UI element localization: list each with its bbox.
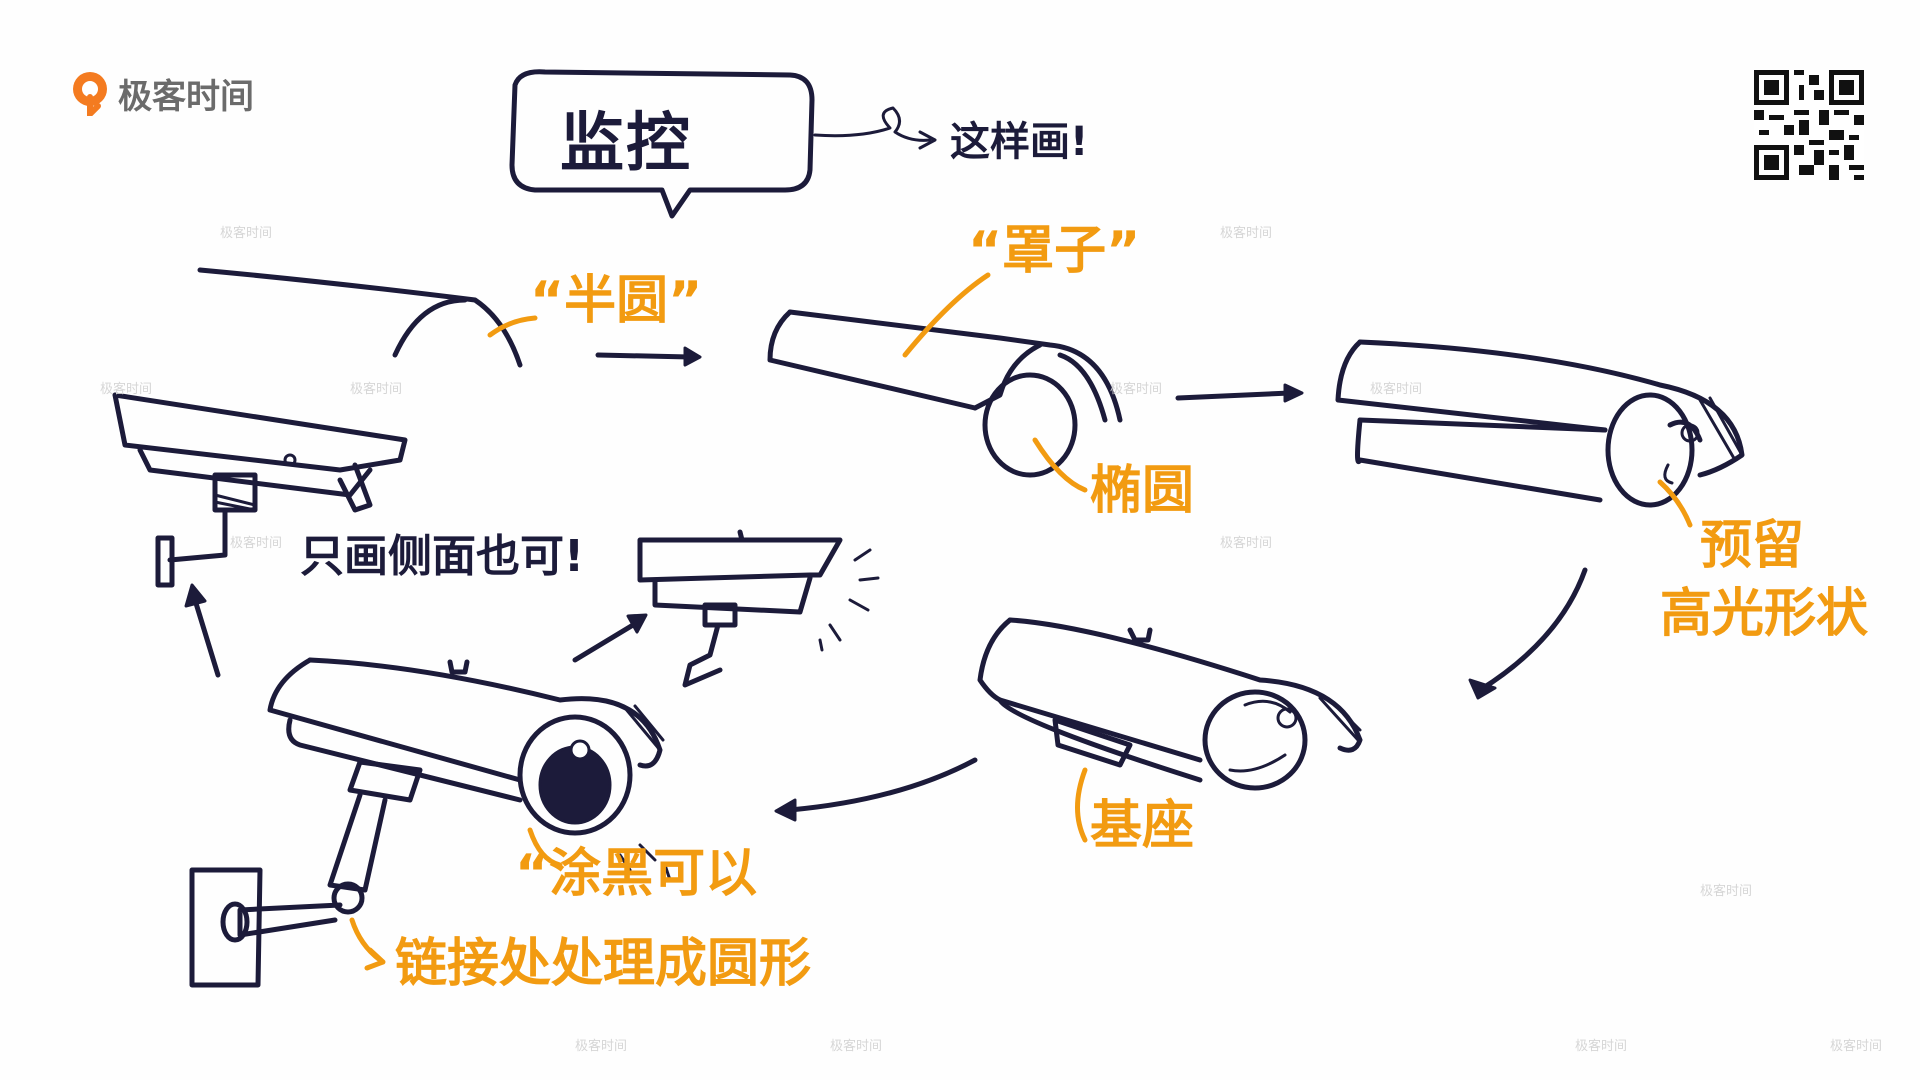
step5-final-camera xyxy=(189,657,672,988)
step3-camera-body xyxy=(1335,339,1745,508)
small-camera-top-left xyxy=(112,392,408,588)
watermark: 极客时间 xyxy=(830,1039,883,1054)
watermark: 极客时间 xyxy=(1575,1039,1628,1054)
arrow-step4-to-step5 xyxy=(787,757,978,813)
pointer-highlight xyxy=(1657,479,1693,528)
watermark: 极客时间 xyxy=(100,382,153,397)
watermark: 极客时间 xyxy=(1830,1039,1883,1054)
watermark: 极客时间 xyxy=(1220,536,1273,551)
label-half-circle: “半圆” xyxy=(530,271,703,331)
arrow-step2-to-step3 xyxy=(1175,390,1293,401)
arrow-step1-to-step2 xyxy=(595,352,693,360)
label-paint-black: “涂黑可以 xyxy=(515,844,758,904)
title-arrow xyxy=(813,106,932,142)
pointer-base xyxy=(1075,767,1088,843)
pointer-paint-black xyxy=(527,827,563,868)
arrow-to-side-camera xyxy=(572,619,641,663)
step2-cover xyxy=(767,309,1123,478)
watermark: 极客时间 xyxy=(1110,382,1163,397)
logo-text: 极客时间 xyxy=(118,76,254,117)
arrow-to-small-camera xyxy=(192,597,221,678)
label-base: 基座 xyxy=(1090,796,1195,856)
watermark: 极客时间 xyxy=(220,226,273,241)
step1-half-circle xyxy=(197,267,523,368)
watermark: 极客时间 xyxy=(350,382,403,397)
page-title: 监控 xyxy=(560,107,692,181)
label-side-view-note: 只画侧面也可! xyxy=(300,531,585,582)
arrow-step3-to-step4 xyxy=(1477,567,1588,693)
label-ellipse: 椭圆 xyxy=(1090,461,1195,521)
small-side-camera xyxy=(637,529,880,688)
watermark: 极客时间 xyxy=(230,536,283,551)
label-cover: “罩子” xyxy=(968,221,1141,281)
label-joint-round: 链接处处理成圆形 xyxy=(395,934,812,994)
watermark: 极客时间 xyxy=(1370,382,1423,397)
title-bubble xyxy=(509,69,815,219)
pointer-cover xyxy=(902,272,991,358)
pointer-ellipse xyxy=(1032,437,1088,493)
label-reserve-highlight-2: 高光形状 xyxy=(1660,584,1869,644)
label-reserve-highlight-1: 预留 xyxy=(1700,516,1805,576)
watermark: 极客时间 xyxy=(575,1039,628,1054)
step4-camera-with-base xyxy=(977,617,1363,791)
qr-code-icon xyxy=(1754,70,1864,180)
geektime-logo-icon xyxy=(70,70,110,122)
geektime-logo: 极客时间 xyxy=(70,68,254,122)
title-note: 这样画! xyxy=(950,119,1089,165)
watermark: 极客时间 xyxy=(1700,884,1753,899)
pointer-half-circle xyxy=(487,315,538,338)
watermark: 极客时间 xyxy=(1220,226,1273,241)
